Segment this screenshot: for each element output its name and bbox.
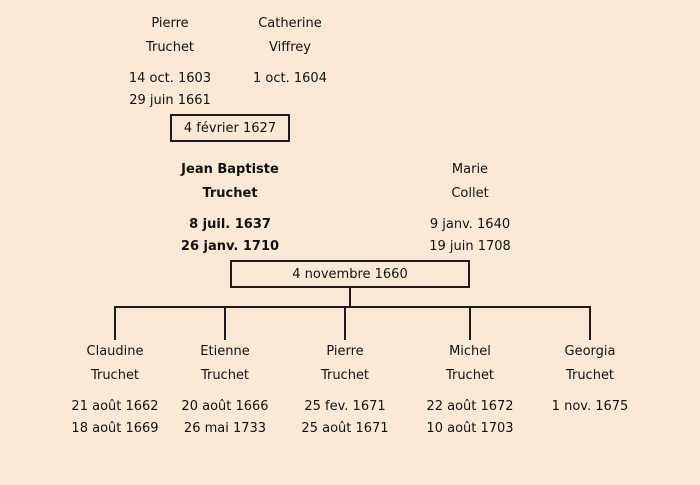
person-last-name: Truchet [320, 368, 370, 383]
person-card-pierre-truchet-sr[interactable]: Pierre Truchet 14 oct. 1603 29 juin 1661 [100, 12, 240, 112]
marriage-box-1660[interactable]: 4 novembre 1660 [230, 260, 470, 288]
person-death-date: 18 août 1669 [71, 421, 159, 436]
person-last-name: Truchet [445, 368, 495, 383]
person-dates: 1 oct. 1604 [220, 68, 360, 90]
person-last-name: Viffrey [269, 40, 311, 55]
person-card-marie-collet[interactable]: Marie Collet 9 janv. 1640 19 juin 1708 [400, 158, 540, 258]
person-birth-date: 1 nov. 1675 [551, 399, 629, 414]
children-bus-line [114, 306, 591, 308]
person-last-name: Truchet [565, 368, 615, 383]
person-dates: 25 fev. 1671 25 août 1671 [275, 396, 415, 440]
child-drop-line-3 [344, 306, 346, 340]
person-last-name: Truchet [200, 368, 250, 383]
person-card-georgia-truchet[interactable]: Georgia Truchet 1 nov. 1675 [520, 340, 660, 418]
person-card-jean-baptiste-truchet[interactable]: Jean Baptiste Truchet 8 juil. 1637 26 ja… [160, 158, 300, 258]
marriage-box-1627[interactable]: 4 février 1627 [170, 114, 290, 142]
person-first-name: Etienne [200, 344, 250, 359]
person-card-michel-truchet[interactable]: Michel Truchet 22 août 1672 10 août 1703 [400, 340, 540, 440]
person-dates: 8 juil. 1637 26 janv. 1710 [160, 214, 300, 258]
person-card-pierre-truchet-jr[interactable]: Pierre Truchet 25 fev. 1671 25 août 1671 [275, 340, 415, 440]
person-death-date: 25 août 1671 [301, 421, 389, 436]
person-birth-date: 20 août 1666 [181, 399, 269, 414]
person-death-date: 29 juin 1661 [129, 93, 211, 108]
person-birth-date: 22 août 1672 [426, 399, 514, 414]
person-last-name: Truchet [90, 368, 140, 383]
person-death-date: 10 août 1703 [426, 421, 514, 436]
child-drop-line-4 [469, 306, 471, 340]
marriage-date: 4 novembre 1660 [292, 266, 408, 282]
marriage-date: 4 février 1627 [183, 120, 277, 136]
person-birth-date: 25 fev. 1671 [304, 399, 386, 414]
person-dates: 9 janv. 1640 19 juin 1708 [400, 214, 540, 258]
child-drop-line-2 [224, 306, 226, 340]
person-dates: 20 août 1666 26 mai 1733 [155, 396, 295, 440]
person-birth-date: 1 oct. 1604 [253, 71, 327, 86]
person-dates: 21 août 1662 18 août 1669 [45, 396, 185, 440]
child-drop-line-1 [114, 306, 116, 340]
marriage-drop-line [349, 287, 351, 308]
person-first-name: Catherine [258, 16, 322, 31]
person-first-name: Claudine [86, 344, 144, 359]
person-last-name: Truchet [145, 40, 195, 55]
person-last-name: Truchet [202, 186, 258, 201]
person-last-name: Collet [451, 186, 489, 201]
person-death-date: 26 mai 1733 [183, 421, 267, 436]
person-death-date: 19 juin 1708 [429, 239, 511, 254]
person-first-name: Pierre [326, 344, 364, 359]
person-first-name: Marie [451, 162, 489, 177]
person-dates: 14 oct. 1603 29 juin 1661 [100, 68, 240, 112]
person-card-etienne-truchet[interactable]: Etienne Truchet 20 août 1666 26 mai 1733 [155, 340, 295, 440]
person-card-claudine-truchet[interactable]: Claudine Truchet 21 août 1662 18 août 16… [45, 340, 185, 440]
person-birth-date: 8 juil. 1637 [189, 217, 271, 232]
person-dates: 22 août 1672 10 août 1703 [400, 396, 540, 440]
person-first-name: Georgia [564, 344, 616, 359]
person-first-name: Pierre [151, 16, 189, 31]
person-birth-date: 14 oct. 1603 [128, 71, 212, 86]
person-birth-date: 9 janv. 1640 [429, 217, 511, 232]
child-drop-line-5 [589, 306, 591, 340]
person-first-name: Michel [449, 344, 491, 359]
person-first-name: Jean Baptiste [181, 162, 279, 177]
person-card-catherine-viffrey[interactable]: Catherine Viffrey 1 oct. 1604 [220, 12, 360, 90]
person-birth-date: 21 août 1662 [71, 399, 159, 414]
person-death-date: 26 janv. 1710 [180, 239, 280, 254]
person-dates: 1 nov. 1675 [520, 396, 660, 418]
